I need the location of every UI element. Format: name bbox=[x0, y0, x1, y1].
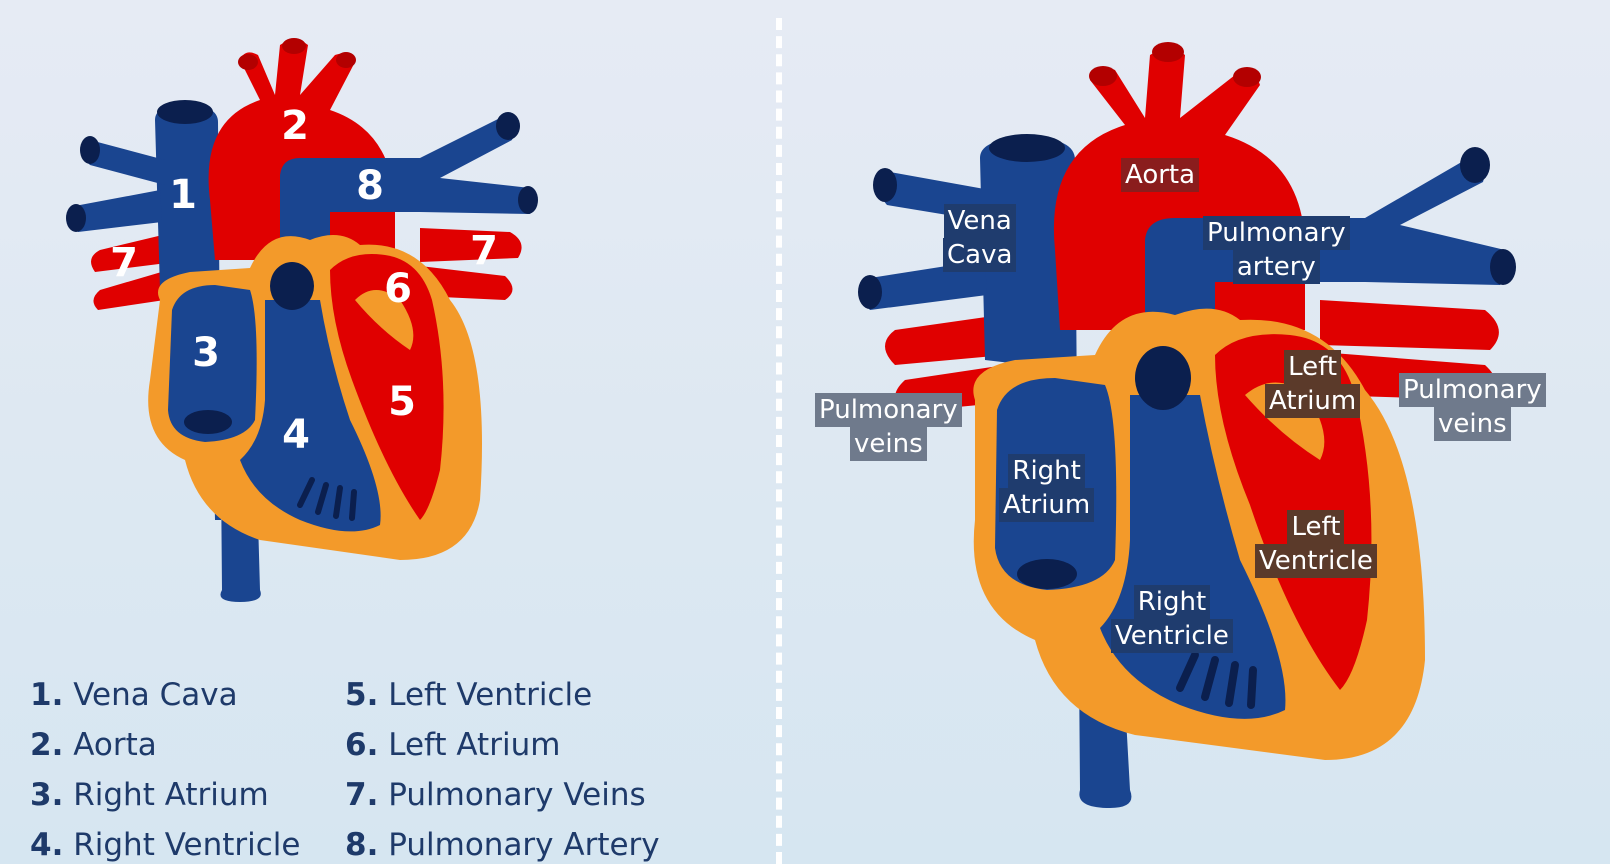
number-7-right: 7 bbox=[470, 228, 498, 274]
legend-item: 6. Left Atrium bbox=[345, 726, 745, 764]
legend-item: 1. Vena Cava bbox=[30, 676, 345, 714]
legend-item: 8. Pulmonary Artery bbox=[345, 826, 745, 864]
legend-item: 4. Right Ventricle bbox=[30, 826, 345, 864]
number-2: 2 bbox=[281, 103, 309, 149]
number-7-left: 7 bbox=[110, 240, 138, 286]
number-6: 6 bbox=[384, 266, 412, 312]
panel-divider bbox=[776, 18, 782, 864]
number-8: 8 bbox=[356, 163, 384, 209]
legend-item: 7. Pulmonary Veins bbox=[345, 776, 745, 814]
number-5: 5 bbox=[388, 379, 416, 425]
heart-body bbox=[148, 235, 482, 560]
legend-item: 3. Right Atrium bbox=[30, 776, 345, 814]
label-aorta: Aorta bbox=[1121, 158, 1199, 192]
legend-item: 5. Left Ventricle bbox=[345, 676, 745, 714]
numbered-diagram-panel: 1 2 3 4 5 6 7 7 8 1. Vena Cava 5. Left V… bbox=[0, 0, 775, 864]
number-4: 4 bbox=[282, 412, 310, 458]
legend-item: 2. Aorta bbox=[30, 726, 345, 764]
legend: 1. Vena Cava 5. Left Ventricle 2. Aorta … bbox=[30, 676, 750, 864]
number-3: 3 bbox=[192, 330, 220, 376]
number-1: 1 bbox=[169, 172, 197, 218]
